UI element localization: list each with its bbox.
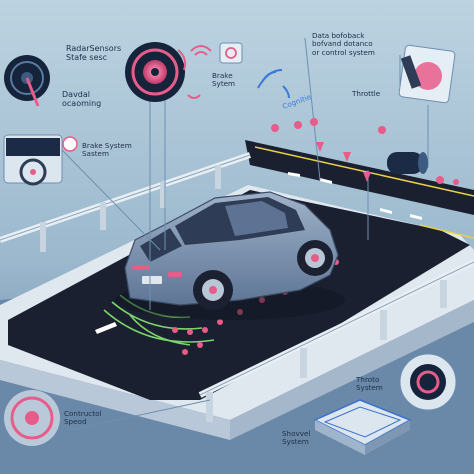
- davdal-label: Davdal ocaoming: [62, 90, 101, 108]
- callout-lines: [61, 37, 429, 431]
- platform-edge-right: [230, 300, 474, 440]
- contructol-line1: Contructol: [64, 409, 102, 418]
- shovvel-line2: System: [282, 437, 309, 447]
- brake-system-line2: Sastem: [82, 149, 109, 159]
- brake-disc-icon: [125, 42, 187, 102]
- throttle-pedal-icon: [398, 44, 456, 104]
- data-line3: or control system: [312, 47, 375, 57]
- cylinder-sensor-icon: [387, 152, 459, 185]
- data-feedback-label: Data bofoback bofvand dotanco or control…: [312, 31, 375, 57]
- contructol-speod-label: Contructol Speod: [64, 409, 102, 427]
- shovvel-system-label: Shovvel System: [282, 429, 311, 447]
- data-line1: Data bofoback: [312, 31, 365, 40]
- brake-sys-line1: Brake: [212, 71, 233, 80]
- throto-line2: System: [356, 383, 383, 393]
- speed-gauge-icon: [399, 353, 457, 411]
- platform-edge: [0, 360, 230, 440]
- location-pin-icon: [271, 118, 386, 182]
- throto-system-label: Throto System: [356, 375, 383, 393]
- lane-markings: [95, 172, 422, 334]
- brake-sys-line2: Sytem: [212, 79, 236, 89]
- brake-system-label: Brake System Sastem: [82, 141, 132, 159]
- shovel-vehicle-icon: [313, 399, 412, 455]
- throto-line1: Throto: [356, 375, 380, 384]
- radar-sensors-label: RadarSensors Stafe sesc: [66, 44, 121, 62]
- road-edge-line-2: [419, 224, 474, 239]
- shovvel-line1: Shovvel: [282, 429, 311, 438]
- guard-rail-left: [0, 152, 251, 252]
- steering-wheel-icon: [3, 134, 78, 186]
- contructol-line2: Speod: [64, 417, 87, 427]
- guard-rail-right: [198, 259, 474, 422]
- control-speed-icon: [4, 390, 60, 446]
- davdal-line2: ocaoming: [62, 99, 102, 109]
- road-edge-line: [254, 146, 474, 197]
- radar-line1: RadarSensors: [66, 44, 122, 53]
- wifi-signal-icon: [187, 45, 212, 99]
- davdal-line1: Davdal: [62, 90, 90, 99]
- cognitive-signal-icon: [257, 69, 290, 99]
- throttle-label: Throttle: [352, 89, 381, 98]
- data-line2: bofvand dotanco: [312, 39, 373, 49]
- lock-badge-icon: [219, 42, 243, 64]
- brake-system-line1: Brake System: [82, 141, 132, 150]
- radar-line2: Stafe sesc: [66, 53, 108, 63]
- radar-gauge-icon: [4, 55, 50, 107]
- road-upper: [245, 140, 474, 215]
- brake-sytem-label: Brake Sytem: [212, 71, 236, 89]
- car: [115, 191, 345, 320]
